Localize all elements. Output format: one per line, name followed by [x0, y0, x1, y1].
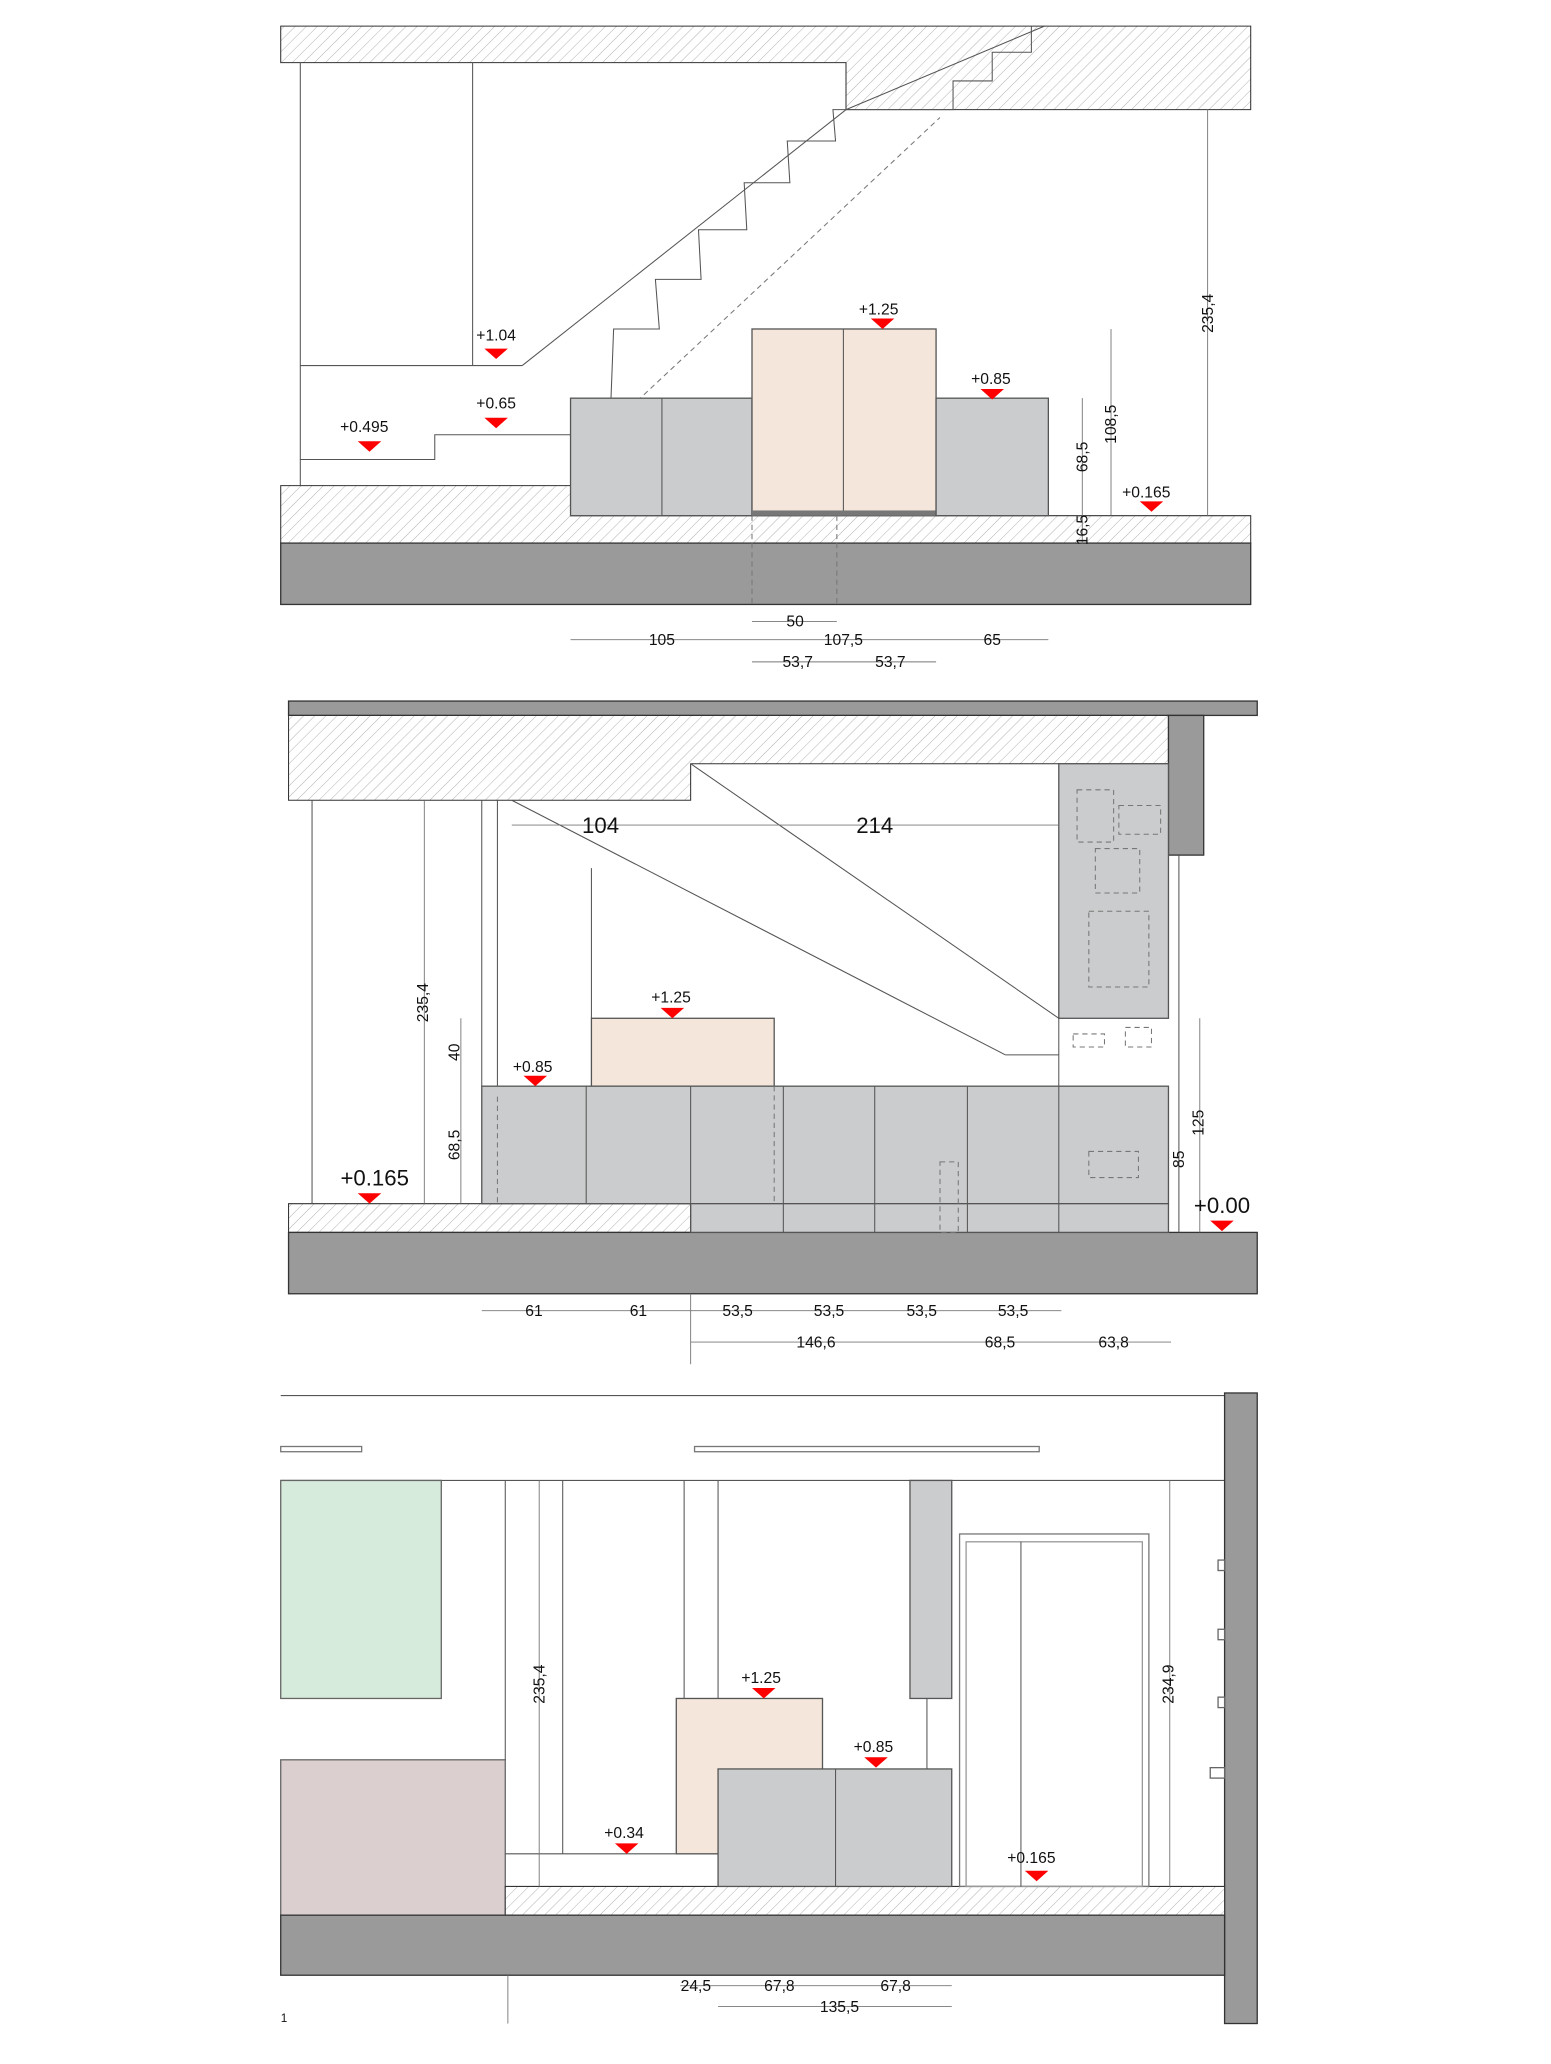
tall-unit: [1058, 763, 1170, 1019]
green-panel: [280, 1479, 442, 1700]
dim-107-5: 107,5: [824, 632, 863, 649]
dim-67-8: 67,8: [764, 1978, 795, 1995]
dim-53-5: 53,5: [998, 1303, 1029, 1320]
floor-hatch: [288, 1203, 692, 1233]
pink-panel: [280, 1759, 506, 1916]
sheet-number: 1: [281, 2012, 288, 2025]
floor-slab: [280, 542, 1252, 606]
level-marker-label: +0.165: [1122, 484, 1171, 501]
dim-85: 85: [1171, 1150, 1188, 1168]
level-marker-label: +1.25: [741, 1670, 781, 1687]
base-cabinet: [569, 397, 753, 517]
section-1: 235,4 108,5 68,5 16,5 50 105 107,5 65 53…: [280, 25, 1252, 671]
dim-68-5: 68,5: [447, 1129, 464, 1160]
level-marker-label: +0.65: [476, 396, 516, 413]
section-2: 104 214 235,4 40 68,5 125 85 61 61 53,5 …: [287, 700, 1258, 1365]
dim-61: 61: [525, 1303, 542, 1320]
ceiling-hatch: [280, 25, 1252, 111]
level-marker-label: +0.00: [1194, 1193, 1250, 1218]
dim-214: 214: [856, 813, 893, 838]
dim-234-9: 234,9: [1161, 1665, 1178, 1704]
door: [958, 1533, 1150, 1888]
level-marker-label: +0.165: [340, 1165, 408, 1190]
tall-unit: [909, 1479, 953, 1700]
dim-67-8: 67,8: [880, 1978, 911, 1995]
ceiling-hatch: [288, 714, 1169, 801]
level-marker-label: +0.34: [604, 1825, 644, 1842]
base-cabinets: [481, 1085, 1170, 1205]
dim-53-7: 53,7: [782, 654, 812, 671]
dim-65: 65: [984, 632, 1002, 649]
dim-68-5: 68,5: [985, 1334, 1016, 1351]
level-marker-label: +0.165: [1007, 1850, 1056, 1867]
level-marker-label: +1.25: [859, 302, 899, 319]
dim-24-5: 24,5: [681, 1978, 712, 1995]
section-3: 235,4 234,9 24,5 67,8 67,8 135,5 1 +1.25…: [280, 1392, 1258, 2025]
dim-53-7: 53,7: [875, 654, 905, 671]
dim-104: 104: [582, 813, 619, 838]
level-marker-label: +0.85: [971, 371, 1011, 388]
dim-146-6: 146,6: [796, 1334, 835, 1351]
level-marker-label: +0.85: [513, 1059, 553, 1076]
dim-50: 50: [786, 614, 804, 631]
dim-235-4: 235,4: [415, 983, 432, 1022]
floor-hatch: [504, 1885, 1226, 1916]
dim-235-4: 235,4: [1200, 293, 1217, 332]
dim-135-5: 135,5: [820, 1999, 859, 2016]
dim-63-8: 63,8: [1098, 1334, 1129, 1351]
dim-16-5: 16,5: [1075, 515, 1092, 546]
column: [1167, 714, 1205, 856]
floor-slab: [280, 1914, 1226, 1976]
dim-53-5: 53,5: [906, 1303, 937, 1320]
dim-68-5: 68,5: [1075, 441, 1092, 472]
level-marker-label: +0.495: [340, 419, 389, 436]
wall: [1223, 1392, 1258, 2025]
dim-61: 61: [630, 1303, 647, 1320]
roof-slab: [287, 700, 1258, 717]
floor-slab: [287, 1231, 1258, 1295]
dim-53-5: 53,5: [814, 1303, 845, 1320]
level-marker-label: +1.04: [476, 328, 516, 345]
dim-125: 125: [1191, 1109, 1208, 1135]
base-cabinets: [717, 1768, 953, 1888]
level-marker-label: +1.25: [651, 990, 691, 1007]
base-cabinet: [935, 397, 1050, 517]
level-marker-label: +0.85: [854, 1739, 894, 1756]
tall-cabinet-beige: [751, 328, 937, 517]
dim-40: 40: [447, 1043, 464, 1061]
dim-235-4: 235,4: [531, 1664, 548, 1703]
dim-105: 105: [649, 632, 675, 649]
beige-cabinet: [590, 1017, 775, 1087]
dim-53-5: 53,5: [722, 1303, 753, 1320]
dim-108-5: 108,5: [1103, 404, 1120, 443]
